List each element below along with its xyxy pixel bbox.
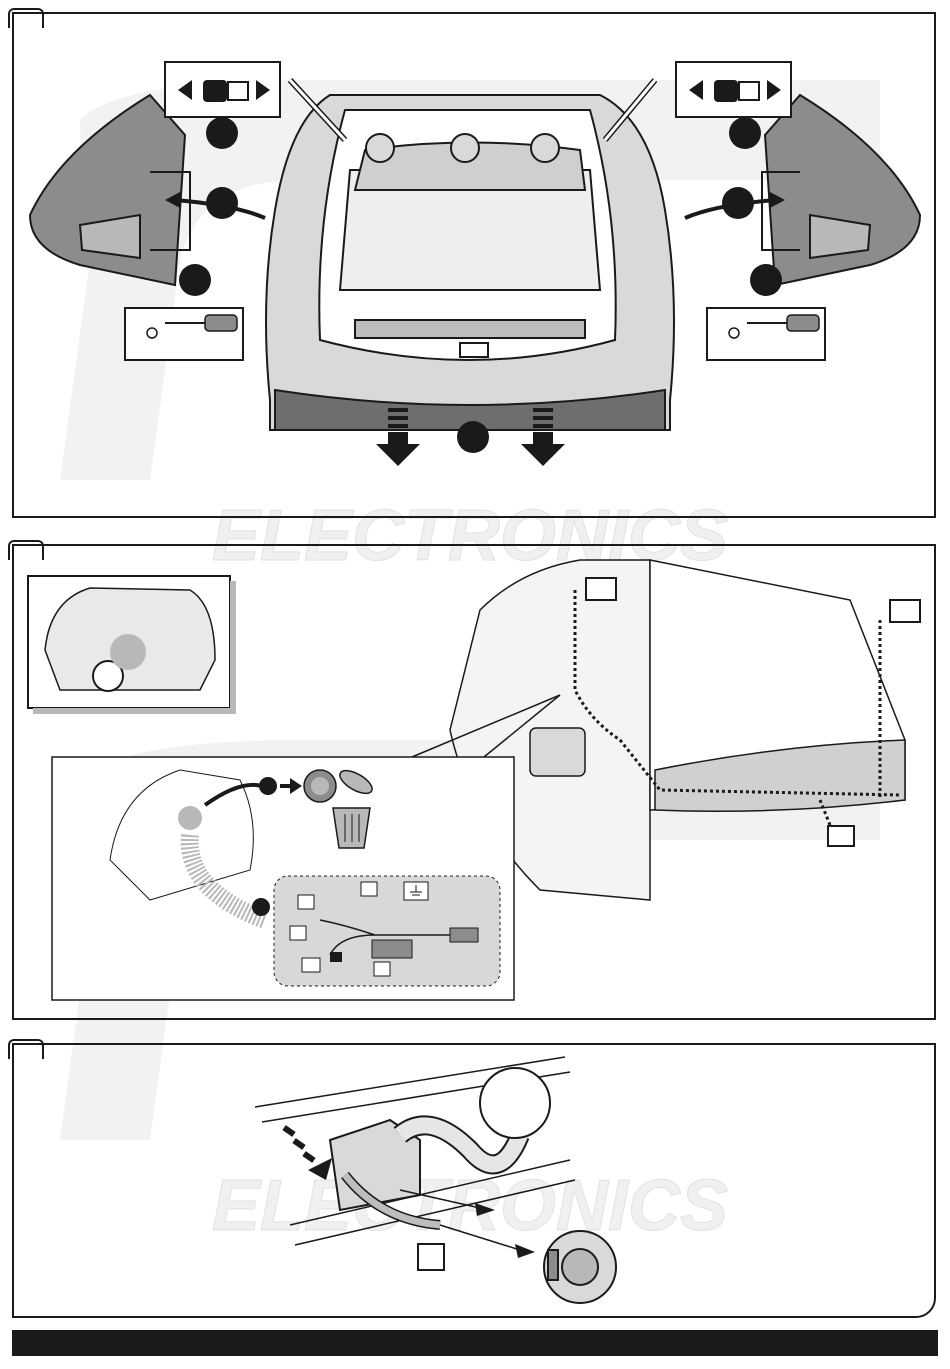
footer-bar: [12, 1330, 938, 1356]
socket-plate-icon: [544, 1231, 616, 1303]
